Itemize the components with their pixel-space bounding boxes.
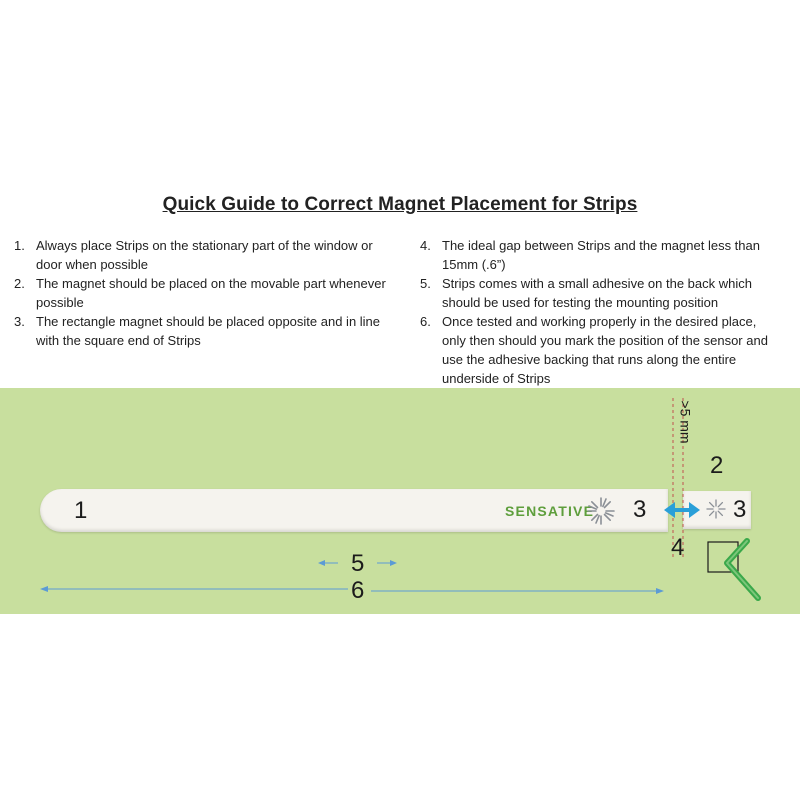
item-text: Strips comes with a small adhesive on th…	[442, 276, 752, 310]
sensative-logo-icon	[587, 497, 615, 525]
item-text: Always place Strips on the stationary pa…	[36, 238, 373, 272]
item-number: 5.	[420, 276, 431, 291]
instructions-left: 1. Always place Strips on the stationary…	[14, 236, 394, 350]
item-text: The ideal gap between Strips and the mag…	[442, 238, 760, 272]
magnet-logo-icon	[706, 499, 726, 519]
dimension-6-arrow	[40, 586, 664, 594]
gap-label: >5 mm	[677, 400, 694, 444]
list-item: 1. Always place Strips on the stationary…	[14, 236, 394, 274]
list-item: 4. The ideal gap between Strips and the …	[420, 236, 770, 274]
list-item: 5. Strips comes with a small adhesive on…	[420, 274, 770, 312]
item-text: The magnet should be placed on the movab…	[36, 276, 386, 310]
label-3-strip: 3	[633, 496, 647, 523]
sensor-strip	[40, 489, 668, 532]
gap-arrow	[664, 502, 700, 518]
item-number: 6.	[420, 314, 431, 329]
dimension-5-arrow	[318, 560, 397, 566]
brand-logo-text: SENSATIVE	[505, 503, 595, 519]
label-4: 4	[671, 534, 685, 561]
item-text: The rectangle magnet should be placed op…	[36, 314, 381, 348]
item-number: 4.	[420, 238, 431, 253]
instructions-right: 4. The ideal gap between Strips and the …	[420, 236, 770, 388]
check-icon	[707, 538, 761, 601]
label-5: 5	[351, 550, 365, 577]
list-item: 3. The rectangle magnet should be placed…	[14, 312, 394, 350]
page-title: Quick Guide to Correct Magnet Placement …	[162, 194, 638, 215]
list-item: 6. Once tested and working properly in t…	[420, 312, 770, 388]
label-6: 6	[351, 577, 365, 604]
item-number: 2.	[14, 276, 25, 291]
item-number: 1.	[14, 238, 25, 253]
label-1: 1	[74, 497, 88, 524]
list-item: 2. The magnet should be placed on the mo…	[14, 274, 394, 312]
item-text: Once tested and working properly in the …	[442, 314, 768, 386]
label-2: 2	[710, 452, 724, 479]
item-number: 3.	[14, 314, 25, 329]
label-3-magnet: 3	[733, 496, 747, 523]
